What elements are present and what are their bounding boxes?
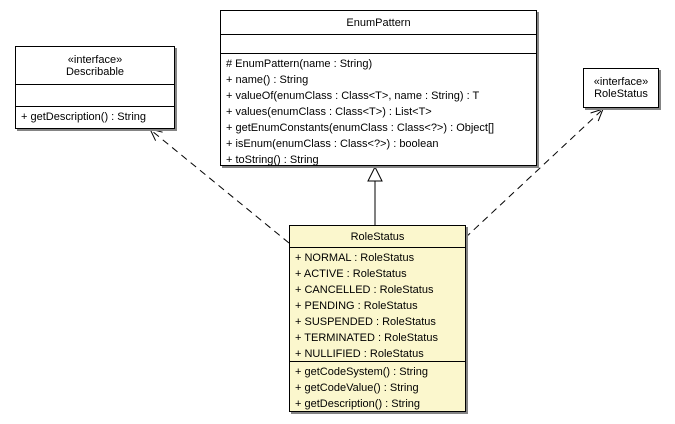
class-box-rolestatus[interactable]: RoleStatus + NORMAL : RoleStatus + ACTIV… [289,225,466,412]
class-title: EnumPattern [221,11,536,34]
stereotype-label: «interface» [67,53,123,66]
attribute-item: + ACTIVE : RoleStatus [295,268,407,280]
open-arrowhead-icon [590,108,604,122]
method-item: + isEnum(enumClass : Class<?>) : boolean [226,138,439,150]
attribute-item: + SUSPENDED : RoleStatus [295,316,436,328]
class-box-enumpattern[interactable]: EnumPattern # EnumPattern(name : String)… [220,10,537,166]
class-box-rolestatus-interface[interactable]: «interface» RoleStatus [583,68,659,108]
class-name: EnumPattern [346,16,411,29]
method-item: + toString() : String [226,154,319,165]
methods-compartment: + getCodeSystem() : String + getCodeValu… [290,361,465,411]
class-title: RoleStatus [290,226,465,247]
method-item: # EnumPattern(name : String) [226,58,373,70]
attribute-item: + NULLIFIED : RoleStatus [295,348,424,360]
method-item: + valueOf(enumClass : Class<T>, name : S… [226,90,480,102]
class-title: «interface» RoleStatus [584,69,658,107]
attributes-compartment [16,84,174,106]
class-box-describable[interactable]: «interface» Describable + getDescription… [15,46,175,129]
attribute-item: + CANCELLED : RoleStatus [295,284,434,296]
methods-compartment: + getDescription() : String [16,106,174,128]
generalization-arrow-enumpattern [367,165,383,225]
method-item: + name() : String [226,74,309,86]
stereotype-label: «interface» [593,76,649,88]
method-item: + values(enumClass : Class<T>) : List<T> [226,106,432,118]
method-item: + getEnumConstants(enumClass : Class<?>)… [226,122,495,134]
hollow-triangle-arrowhead-icon [367,165,383,182]
attribute-item: + NORMAL : RoleStatus [295,252,415,264]
method-item: + getDescription() : String [295,398,421,410]
methods-compartment: # EnumPattern(name : String) + name() : … [221,53,536,165]
open-arrowhead-icon [149,128,163,141]
class-name: Describable [65,65,125,78]
method-item: + getCodeSystem() : String [295,366,428,378]
attributes-compartment [221,34,536,53]
class-name: RoleStatus [350,230,405,243]
method-item: + getCodeValue() : String [295,382,419,394]
attribute-item: + PENDING : RoleStatus [295,300,418,312]
class-title: «interface» Describable [16,47,174,84]
class-name: RoleStatus [594,88,648,100]
attributes-compartment: + NORMAL : RoleStatus + ACTIVE : RoleSta… [290,247,465,361]
attribute-item: + TERMINATED : RoleStatus [295,332,438,344]
method-item: + getDescription() : String [21,111,147,123]
